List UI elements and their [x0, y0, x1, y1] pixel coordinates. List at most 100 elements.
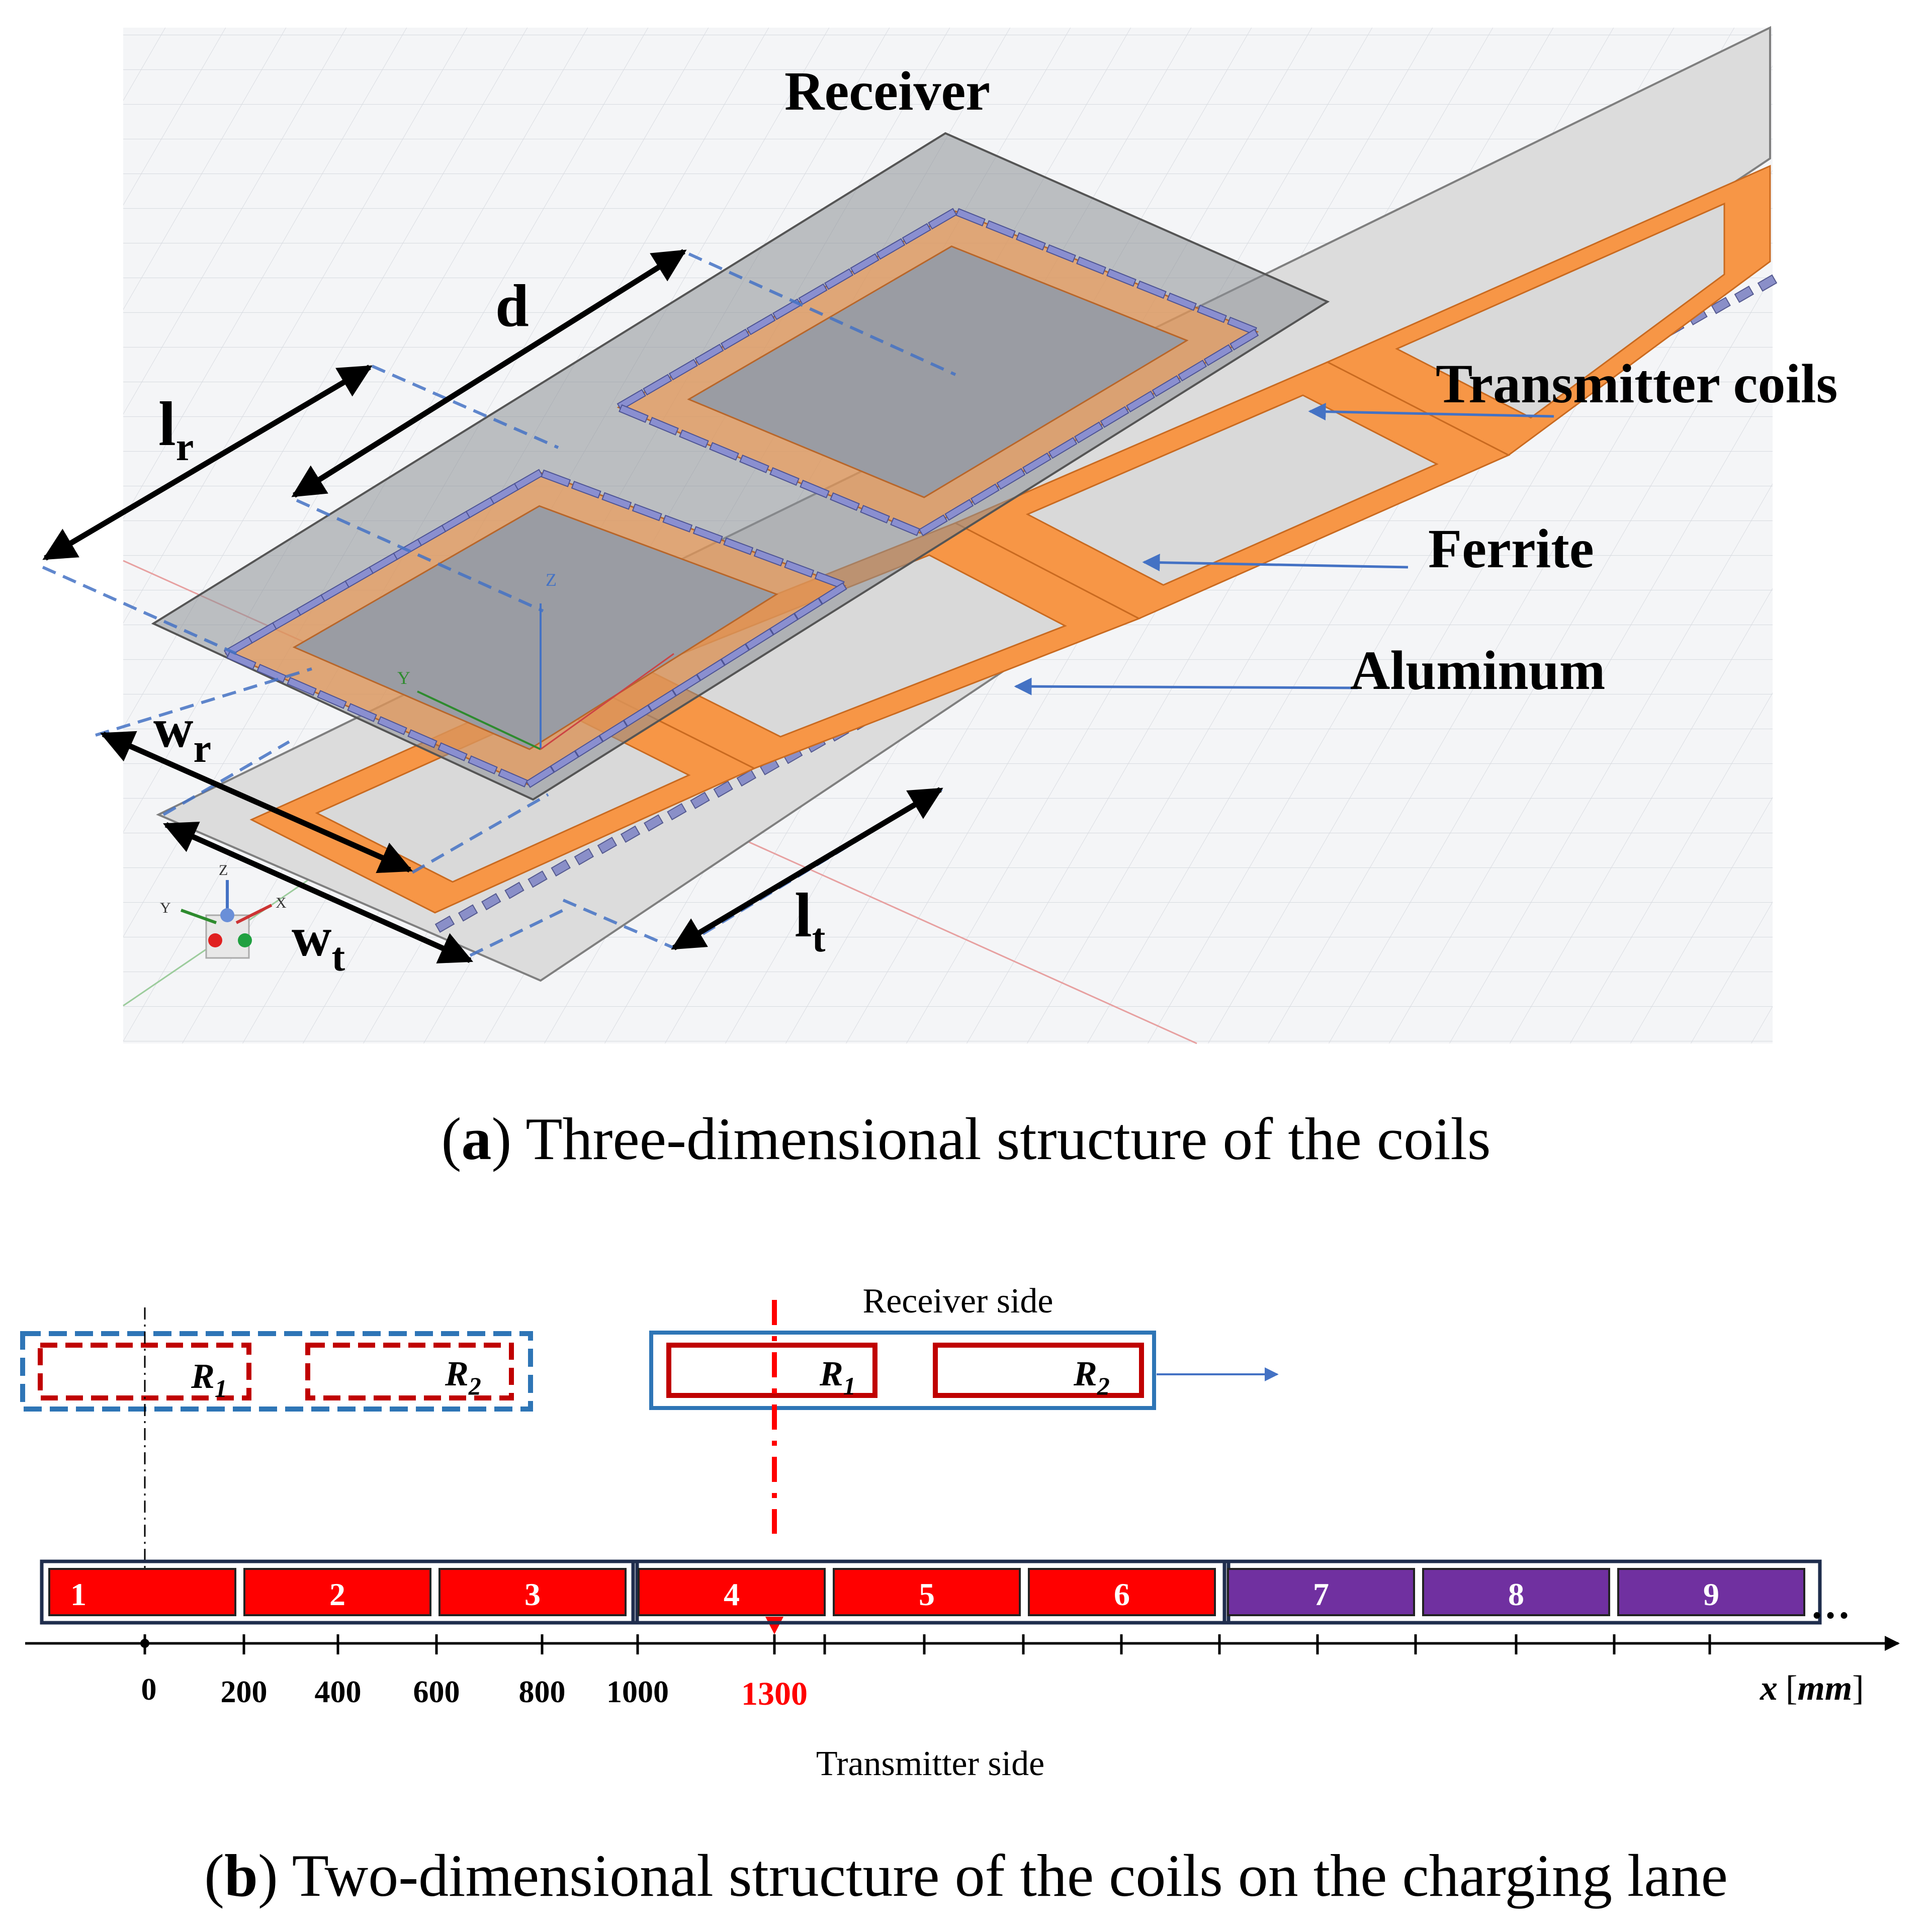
x-axis-label: x[mm]	[1760, 1669, 1864, 1708]
receiver-ferrite-bar	[753, 549, 784, 567]
receiver-ferrite-bar	[226, 651, 256, 670]
lt-arrow	[671, 787, 943, 950]
receiver-ferrite-bar	[860, 504, 890, 524]
axis-x-dot	[208, 933, 222, 947]
receiver-initial-frame	[20, 1331, 533, 1412]
transmitter-side-label: Transmitter side	[816, 1744, 1044, 1783]
panel-a: Z Y	[42, 26, 1837, 1172]
receiver-moved-r1	[666, 1343, 877, 1398]
transmitter-coil-cell-5	[833, 1568, 1021, 1616]
receiver-ferrite-bar	[709, 442, 739, 461]
receiver-ferrite-bar	[287, 677, 317, 696]
triad-z-label: Z	[219, 862, 228, 879]
ferrite-bar	[481, 893, 501, 911]
receiver-ferrite-bar	[818, 582, 847, 605]
receiver-ferrite-bar	[1126, 390, 1156, 413]
receiver-ferrite-bar	[955, 208, 986, 227]
tick-label-600: 600	[413, 1675, 460, 1709]
moved-r2-label: R2	[1073, 1355, 1110, 1400]
receiver-ferrite-bar	[1197, 304, 1227, 323]
transmitter-coil-label-4: 4	[724, 1576, 740, 1612]
transmitter-coil-label-5: 5	[919, 1576, 935, 1612]
transmitter-coil-label-6: 6	[1114, 1576, 1130, 1612]
receiver-ferrite-bar	[720, 328, 750, 350]
receiver-ferrite-bar	[672, 674, 701, 696]
initial-r2-label: R2	[445, 1355, 481, 1400]
receiver-ferrite-bar	[769, 612, 799, 636]
lane-ellipsis: …	[1810, 1583, 1851, 1627]
receiver-ferrite-bar	[918, 514, 948, 537]
ferrite-label: Ferrite	[1428, 518, 1594, 579]
transmitter-coil-cell-6	[1028, 1568, 1216, 1616]
receiver-ferrite-bar	[347, 703, 377, 722]
receiver-ferrite-bar	[890, 517, 920, 537]
transmitter-coil-label-9: 9	[1703, 1576, 1719, 1612]
receiver-ferrite-bar	[468, 755, 498, 774]
wt-label: wt	[292, 906, 345, 980]
axis-z-dot	[220, 908, 234, 922]
transmitter-coil-label-8: 8	[1508, 1576, 1524, 1612]
transmitter-coil-cell-3	[438, 1568, 627, 1616]
receiver-ferrite-bar	[1074, 421, 1104, 444]
receiver-ferrite-bar	[1203, 344, 1233, 366]
receiver-ferrite-bar	[902, 223, 931, 245]
tick-label-400: 400	[315, 1675, 362, 1709]
receiver-ferrite-bar	[944, 499, 974, 521]
receiver-ferrite-bar	[1076, 256, 1106, 275]
receiver-ferrite-bar	[574, 735, 603, 758]
ferrite-bar	[1757, 274, 1778, 292]
transmitter-coil-cell-4	[638, 1568, 826, 1616]
transmitter-coil-cell-8	[1422, 1568, 1610, 1616]
tick-label-1000: 1000	[606, 1675, 669, 1709]
receiver-ferrite-bar	[550, 750, 579, 773]
receiver-ferrite-bar	[1022, 452, 1051, 475]
local-y-label: Y	[397, 668, 410, 688]
tick-label-800: 800	[519, 1675, 566, 1709]
transmitter-coil-window-4	[1395, 202, 1725, 419]
receiver-ferrite-bar	[1136, 280, 1167, 299]
wr-label: wr	[153, 697, 211, 771]
receiver-coil-window-1	[292, 505, 778, 750]
triad-x-label: X	[276, 895, 287, 911]
receiver-ferrite-bar	[1178, 360, 1207, 382]
receiver-ferrite-bar	[850, 253, 880, 275]
receiver-ferrite-bar	[1167, 292, 1197, 311]
tick-label-0: 0	[141, 1673, 157, 1707]
position-1300-marker	[765, 1617, 783, 1634]
receiver-ferrite-bar	[1100, 406, 1129, 428]
ferrite-bar	[574, 848, 594, 865]
receiver-ferrite-bar	[1230, 328, 1259, 351]
receiver-ferrite-bar	[824, 268, 854, 290]
d-label: d	[495, 272, 529, 339]
receiver-side-label: Receiver side	[863, 1282, 1053, 1321]
receiver-ferrite-bar	[1106, 268, 1136, 287]
ferrite-bar	[736, 769, 757, 787]
receiver-ferrite-bar	[928, 208, 957, 230]
receiver-ferrite-bar	[769, 467, 800, 486]
lr-label: lr	[158, 390, 194, 469]
transmitter-coil-cell-1	[48, 1568, 236, 1616]
receiver-ferrite-bar	[662, 514, 693, 533]
transmitter-coil-cell-9	[1617, 1568, 1805, 1616]
x-axis-tick-labels: 0 200 400 600 800 1000 1300	[141, 1673, 808, 1712]
receiver-ferrite-bar	[256, 664, 287, 683]
initial-r1-label: R1	[191, 1357, 227, 1402]
receiver-moved-r2	[933, 1343, 1144, 1398]
local-z-label: Z	[546, 570, 557, 590]
transmitter-coils-label: Transmitter coils	[1436, 353, 1837, 414]
wt-arrow	[162, 822, 474, 963]
label-pointers	[1014, 403, 1554, 695]
receiver-ferrite-bar	[784, 560, 815, 578]
lt-label: lt	[795, 881, 826, 960]
receiver-ferrite-bar	[647, 689, 677, 712]
receiver-ferrite-bar	[970, 483, 1000, 505]
receiver-ferrite-bar	[794, 597, 823, 620]
receiver-ferrite-bar	[1048, 437, 1078, 459]
receiver-label: Receiver	[784, 60, 990, 122]
receiver-ferrite-bar	[696, 658, 726, 681]
transmitter-coil-label-7: 7	[1313, 1576, 1329, 1612]
